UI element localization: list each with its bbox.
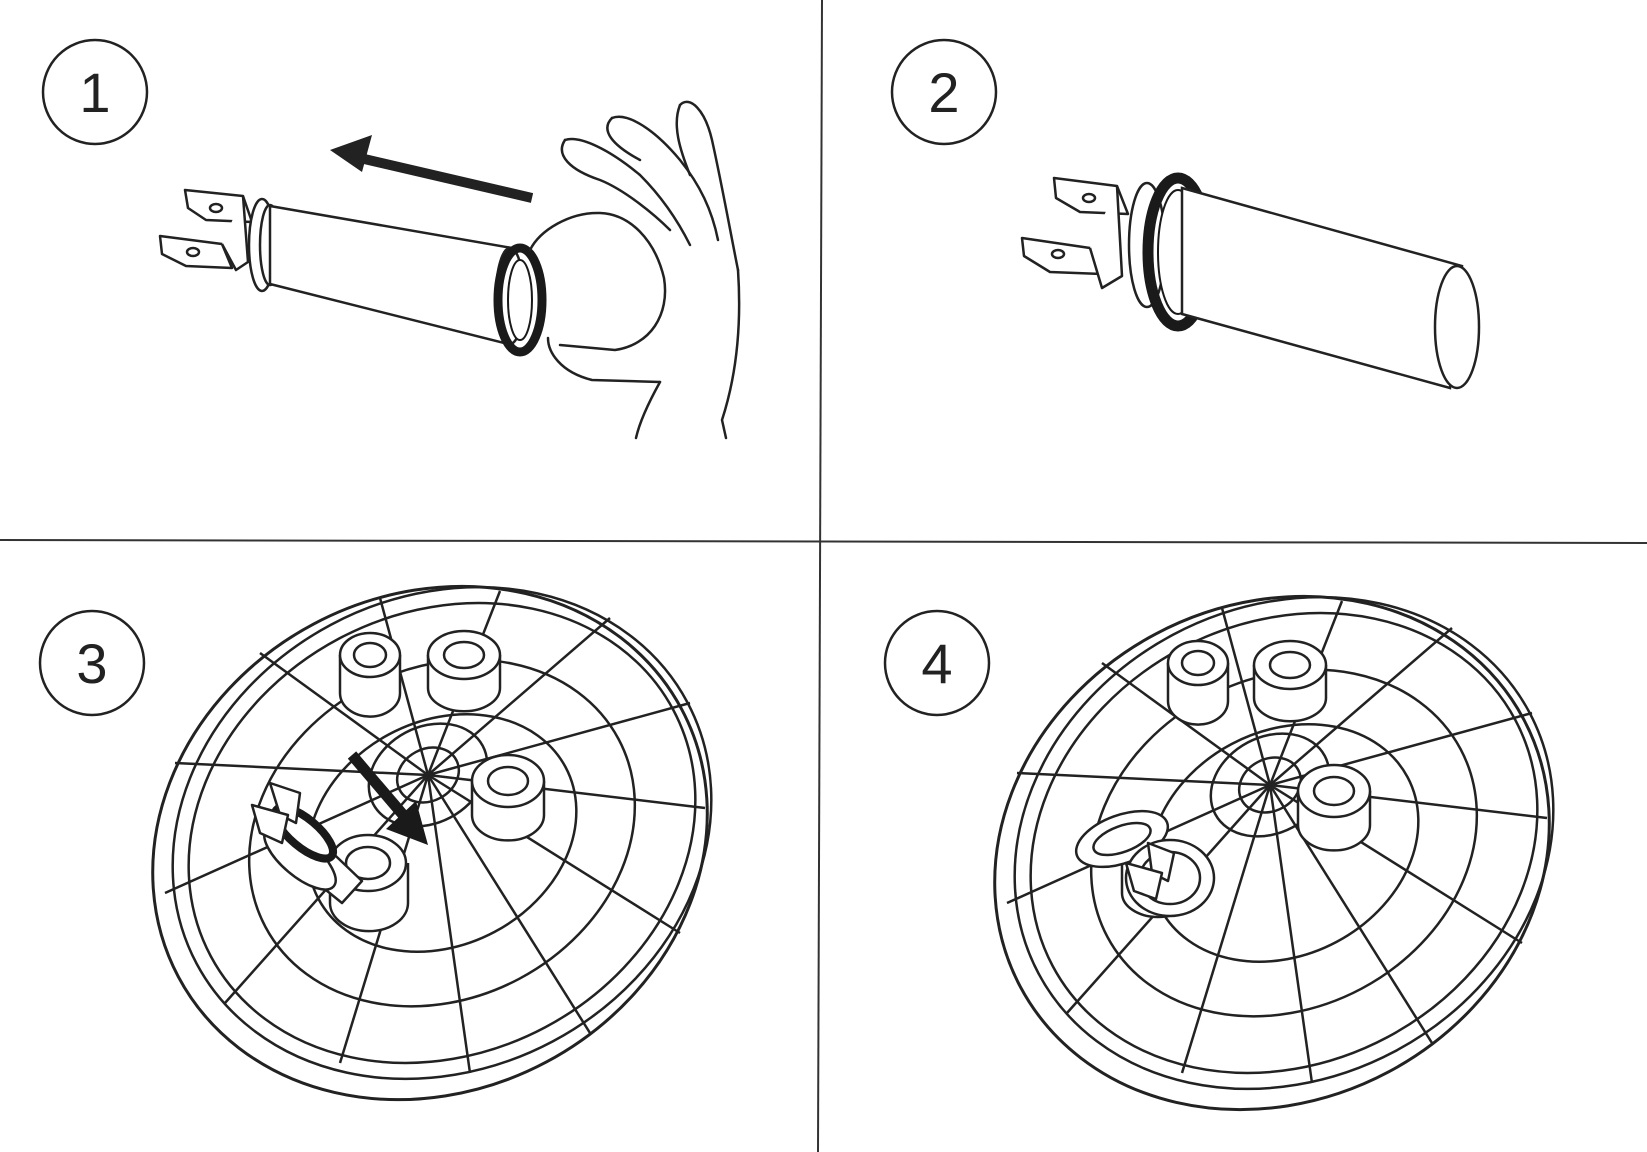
step-3-number: 3 — [76, 632, 107, 695]
step-2-panel: 2 — [822, 0, 1647, 540]
grill-plate — [993, 594, 1555, 1112]
step-2-badge: 2 — [890, 38, 998, 146]
vertical-divider — [817, 0, 823, 1152]
step-4-number: 4 — [921, 632, 952, 695]
installed-fuse-holder — [1074, 809, 1216, 919]
fuse-holder-body — [268, 204, 526, 346]
fuse-terminals — [1020, 176, 1130, 290]
fuse-terminals — [158, 188, 254, 272]
step-1-panel: 1 — [0, 0, 820, 540]
fuse-holder-body — [1180, 186, 1481, 390]
step-2-illustration: 2 — [890, 38, 1481, 390]
slide-direction-arrow — [330, 135, 534, 203]
step-3-panel: 3 — [0, 543, 820, 1152]
step-3-illustration: 3 — [38, 584, 713, 1102]
step-1-illustration: 1 — [41, 38, 741, 440]
grill-posts — [1166, 639, 1372, 852]
step-1-number: 1 — [79, 61, 110, 124]
step-3-badge: 3 — [38, 609, 146, 717]
step-1-badge: 1 — [41, 38, 149, 146]
step-4-panel: 4 — [822, 543, 1647, 1152]
step-4-illustration: 4 — [883, 594, 1555, 1112]
step-2-number: 2 — [928, 61, 959, 124]
grill-plate — [151, 584, 713, 1102]
insert-direction-arrow — [347, 751, 428, 845]
horizontal-divider — [0, 539, 1647, 544]
hand-outline — [528, 100, 741, 440]
step-4-badge: 4 — [883, 609, 991, 717]
sealing-ring — [493, 243, 547, 357]
fuse-holder — [250, 781, 364, 905]
